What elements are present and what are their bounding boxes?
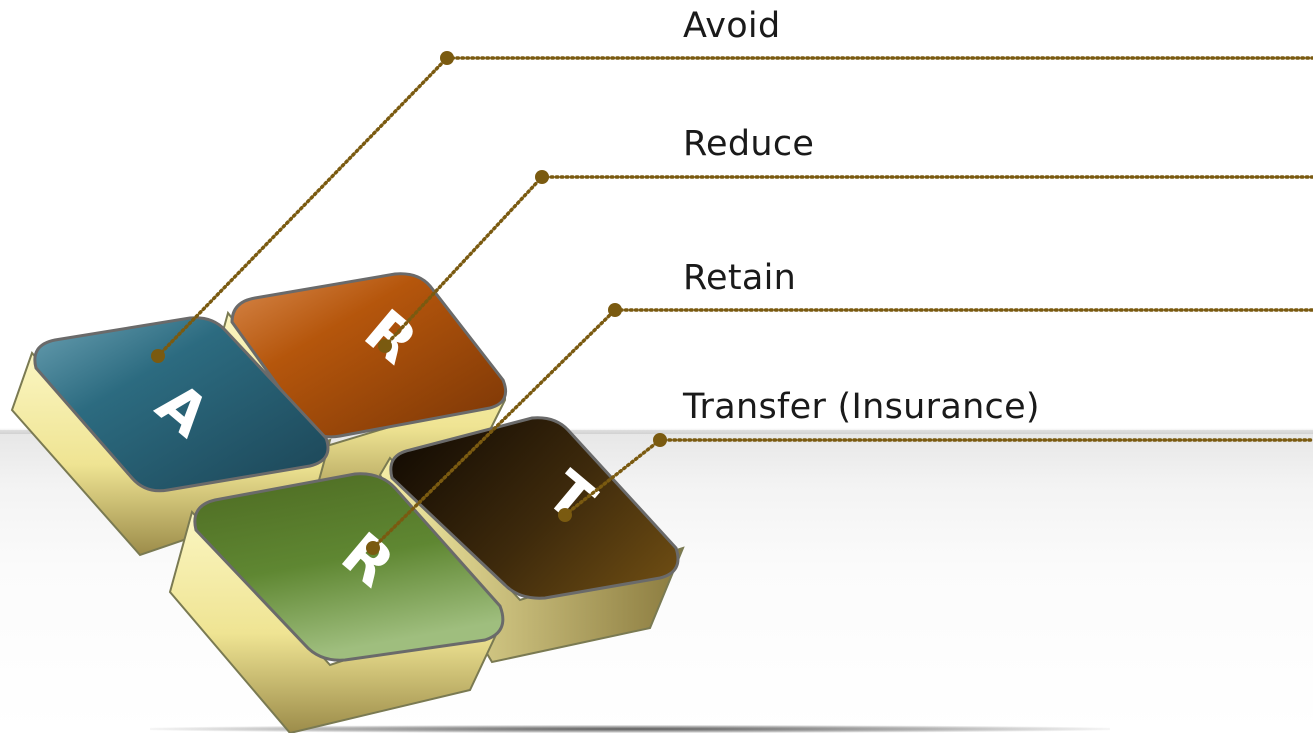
connector-dot-reduce-end — [535, 170, 549, 184]
label-avoid: Avoid — [683, 6, 781, 46]
bottom-shadow — [150, 725, 1110, 733]
key-retain-top — [193, 472, 505, 662]
connector-transfer — [563, 438, 1313, 517]
connector-dot-retain-start — [366, 541, 380, 555]
key-retain — [168, 472, 505, 733]
key-transfer — [378, 416, 685, 664]
label-reduce: Reduce — [683, 124, 815, 164]
connector-dot-transfer-start — [558, 508, 572, 522]
connector-reduce — [383, 175, 1313, 348]
connector-dot-transfer-end — [653, 433, 667, 447]
label-transfer: Transfer (Insurance) — [683, 387, 1040, 427]
connector-dot-avoid-end — [440, 51, 454, 65]
key-transfer-side — [378, 456, 685, 664]
horizon-line — [0, 428, 1313, 434]
label-retain: Retain — [683, 258, 797, 298]
key-avoid-top — [33, 316, 330, 493]
key-transfer-top — [389, 416, 680, 600]
connector-dot-avoid-start — [151, 349, 165, 363]
connector-dot-retain-end — [608, 303, 622, 317]
key-reduce-top — [230, 272, 508, 439]
connector-dot-reduce-start — [378, 339, 392, 353]
